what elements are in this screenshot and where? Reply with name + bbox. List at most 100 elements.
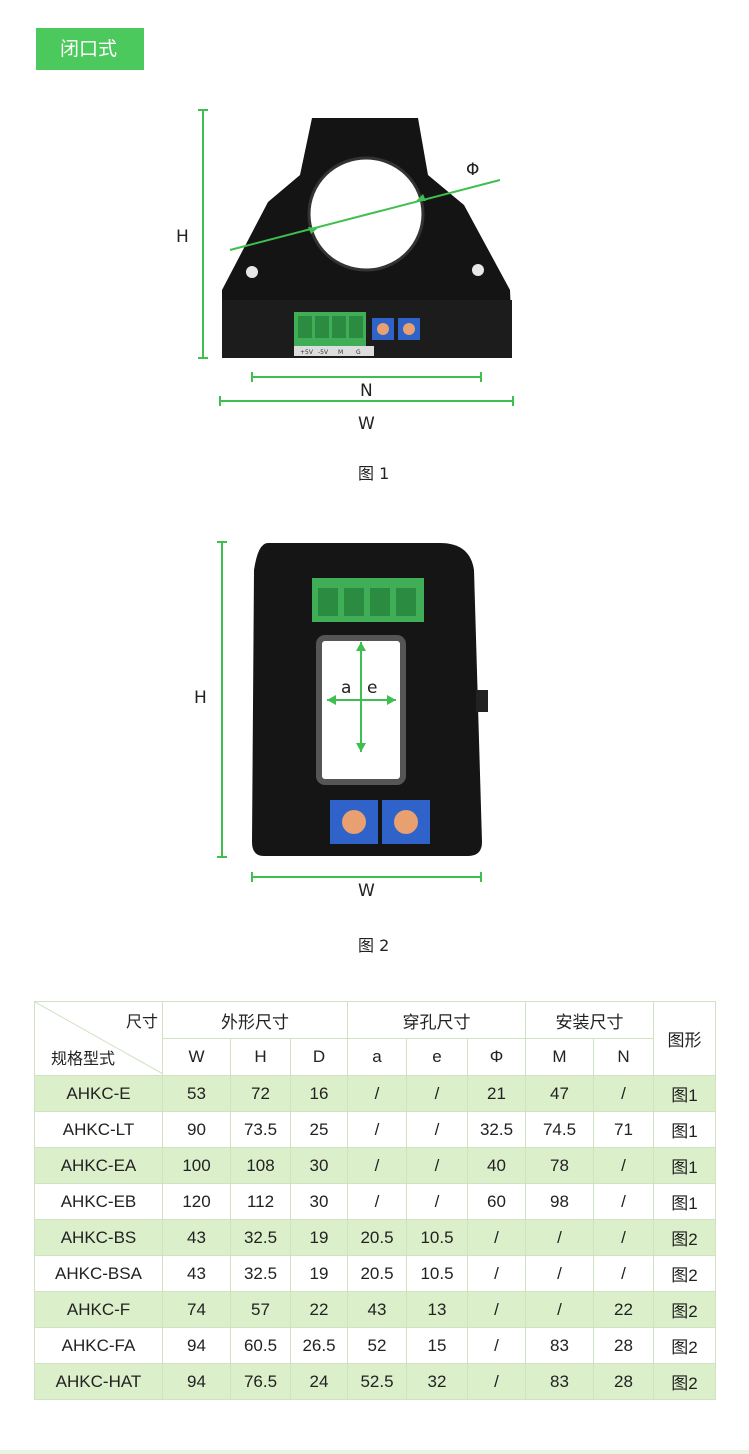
value-cell: 22 — [593, 1291, 654, 1328]
value-cell: / — [593, 1255, 654, 1292]
value-cell: 52 — [347, 1327, 407, 1364]
sub-header: N — [593, 1038, 654, 1076]
model-cell: AHKC-E — [34, 1075, 163, 1112]
value-cell: 43 — [347, 1291, 407, 1328]
group-header: 外形尺寸 — [162, 1001, 348, 1039]
model-cell: AHKC-FA — [34, 1327, 163, 1364]
value-cell: / — [467, 1255, 526, 1292]
value-cell: 10.5 — [406, 1219, 468, 1256]
value-cell: / — [347, 1147, 407, 1184]
value-cell: 53 — [162, 1075, 231, 1112]
value-cell: / — [406, 1183, 468, 1220]
value-cell: / — [467, 1363, 526, 1400]
value-cell: 57 — [230, 1291, 291, 1328]
value-cell: 76.5 — [230, 1363, 291, 1400]
w-label: W — [358, 414, 375, 434]
h-label: H — [176, 227, 189, 247]
group-header: 穿孔尺寸 — [347, 1001, 526, 1039]
value-cell: 19 — [290, 1219, 348, 1256]
value-cell: 94 — [162, 1363, 231, 1400]
value-cell: 98 — [525, 1183, 594, 1220]
a-label: a — [341, 678, 351, 698]
value-cell: 108 — [230, 1147, 291, 1184]
terminal-label: +5V — [300, 349, 314, 356]
phi-label: Φ — [466, 160, 479, 180]
corner-top-label: 尺寸 — [125, 1014, 158, 1031]
closed-type-tag: 闭口式 — [36, 28, 144, 70]
value-cell: 120 — [162, 1183, 231, 1220]
terminal-label: G — [356, 349, 361, 356]
model-cell: AHKC-LT — [34, 1111, 163, 1148]
value-cell: / — [347, 1183, 407, 1220]
value-cell: 16 — [290, 1075, 348, 1112]
value-cell: 52.5 — [347, 1363, 407, 1400]
value-cell: / — [593, 1183, 654, 1220]
terminal-label: M — [338, 349, 343, 356]
value-cell: 28 — [593, 1363, 654, 1400]
model-cell: AHKC-HAT — [34, 1363, 163, 1400]
figure-ref-cell: 图2 — [653, 1291, 716, 1328]
value-cell: / — [593, 1219, 654, 1256]
figure-1-drawing: +5V -5V M G Φ H N W a e H W — [176, 109, 514, 901]
value-cell: 43 — [162, 1255, 231, 1292]
value-cell: 19 — [290, 1255, 348, 1292]
model-cell: AHKC-EA — [34, 1147, 163, 1184]
sub-header: W — [162, 1038, 231, 1076]
value-cell: 73.5 — [230, 1111, 291, 1148]
value-cell: / — [593, 1147, 654, 1184]
value-cell: 10.5 — [406, 1255, 468, 1292]
value-cell: 100 — [162, 1147, 231, 1184]
value-cell: 32.5 — [467, 1111, 526, 1148]
value-cell: / — [467, 1291, 526, 1328]
side-tab — [476, 690, 488, 712]
value-cell: / — [525, 1291, 594, 1328]
figure-ref-cell: 图1 — [653, 1147, 716, 1184]
sub-header: M — [525, 1038, 594, 1076]
value-cell: 83 — [525, 1363, 594, 1400]
figure-ref-cell: 图1 — [653, 1075, 716, 1112]
corner-bottom-label: 规格型式 — [51, 1051, 116, 1068]
value-cell: 15 — [406, 1327, 468, 1364]
w2-label: W — [358, 881, 375, 901]
phi-dimension-line — [229, 179, 501, 251]
model-cell: AHKC-EB — [34, 1183, 163, 1220]
value-cell: 78 — [525, 1147, 594, 1184]
group-header: 图形 — [653, 1001, 716, 1076]
value-cell: / — [525, 1219, 594, 1256]
corner-diagonal — [35, 1002, 163, 1074]
e-label: e — [367, 678, 377, 698]
value-cell: 40 — [467, 1147, 526, 1184]
figure-ref-cell: 图1 — [653, 1111, 716, 1148]
value-cell: 28 — [593, 1327, 654, 1364]
value-cell: 26.5 — [290, 1327, 348, 1364]
sub-header: Φ — [467, 1038, 526, 1076]
value-cell: 83 — [525, 1327, 594, 1364]
sub-header: e — [406, 1038, 468, 1076]
bottom-bar — [0, 1450, 749, 1454]
value-cell: 60 — [467, 1183, 526, 1220]
value-cell: 74.5 — [525, 1111, 594, 1148]
group-header: 安装尺寸 — [525, 1001, 654, 1039]
value-cell: / — [467, 1327, 526, 1364]
spec-table: 尺寸 规格型式 外形尺寸 穿孔尺寸 安装尺寸 图形 W H D a e Φ M … — [34, 1001, 716, 1400]
value-cell: 71 — [593, 1111, 654, 1148]
figure-1-caption: 图 1 — [358, 464, 390, 483]
value-cell: / — [593, 1075, 654, 1112]
value-cell: 60.5 — [230, 1327, 291, 1364]
value-cell: / — [525, 1255, 594, 1292]
value-cell: 13 — [406, 1291, 468, 1328]
figure-ref-cell: 图2 — [653, 1219, 716, 1256]
value-cell: 43 — [162, 1219, 231, 1256]
table-corner-header: 尺寸 规格型式 — [34, 1001, 163, 1076]
sub-header: H — [230, 1038, 291, 1076]
figure-2-caption: 图 2 — [358, 936, 390, 955]
figure-ref-cell: 图2 — [653, 1255, 716, 1292]
mount-hole-right — [472, 264, 484, 276]
